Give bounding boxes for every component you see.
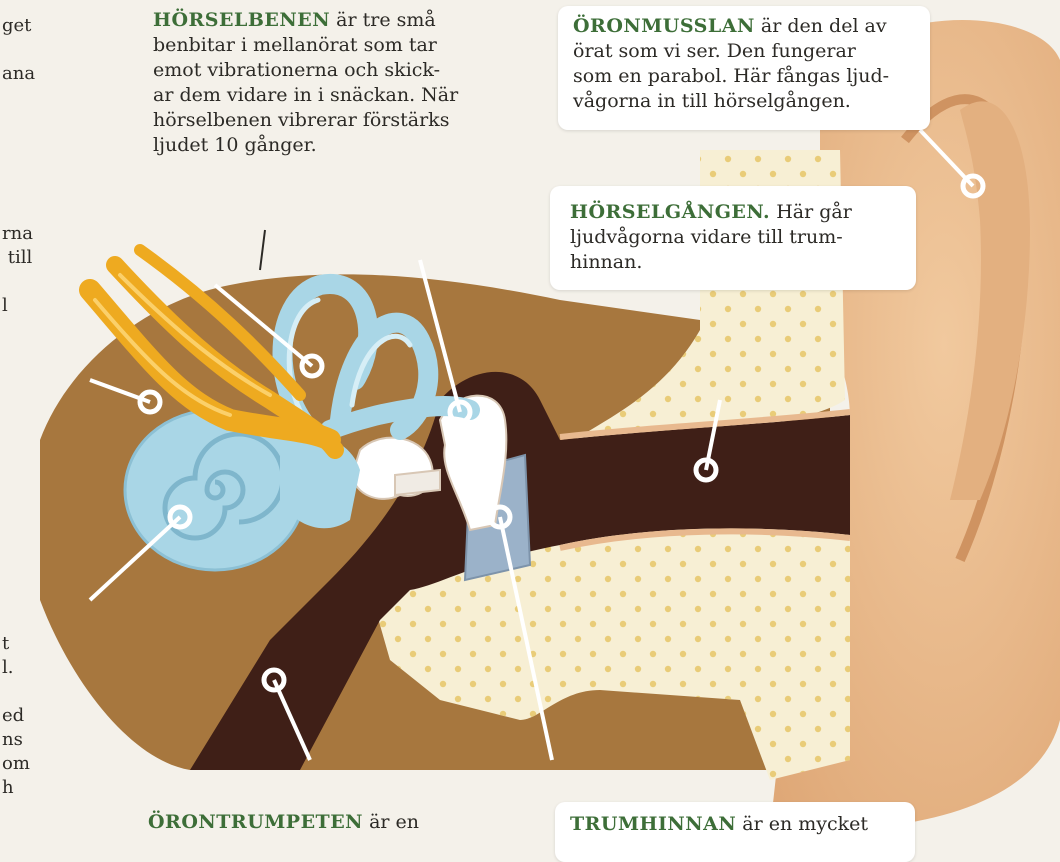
label-keyword: ÖRONMUSSLAN bbox=[573, 15, 755, 37]
ossicle-stapes bbox=[395, 470, 440, 495]
pointer-thin bbox=[260, 230, 265, 270]
margin-text-mid: rna till l bbox=[2, 222, 33, 318]
label-oronmusslan: ÖRONMUSSLAN är den del av örat som vi se… bbox=[573, 14, 923, 114]
label-orontrumpeten: ÖRONTRUMPETEN är en bbox=[148, 810, 478, 835]
label-horselgangen: HÖRSELGÅNGEN. Här går ljudvågorna vidare… bbox=[570, 200, 910, 275]
label-horselbenen: HÖRSELBENEN är tre små benbitar i mellan… bbox=[153, 8, 513, 158]
margin-text-bottom: t l. ed ns om h bbox=[2, 632, 30, 800]
label-text: är en mycket bbox=[736, 813, 868, 835]
label-trumhinnan: TRUMHINNAN är en mycket bbox=[570, 812, 910, 837]
label-keyword: TRUMHINNAN bbox=[570, 813, 736, 835]
label-keyword: HÖRSELGÅNGEN. bbox=[570, 201, 770, 223]
label-keyword: HÖRSELBENEN bbox=[153, 9, 330, 31]
label-text: är en bbox=[363, 811, 419, 833]
margin-text-top: get ana bbox=[2, 14, 35, 86]
label-text: är tre små benbitar i mellanörat som tar… bbox=[153, 9, 458, 156]
label-keyword: ÖRONTRUMPETEN bbox=[148, 811, 363, 833]
